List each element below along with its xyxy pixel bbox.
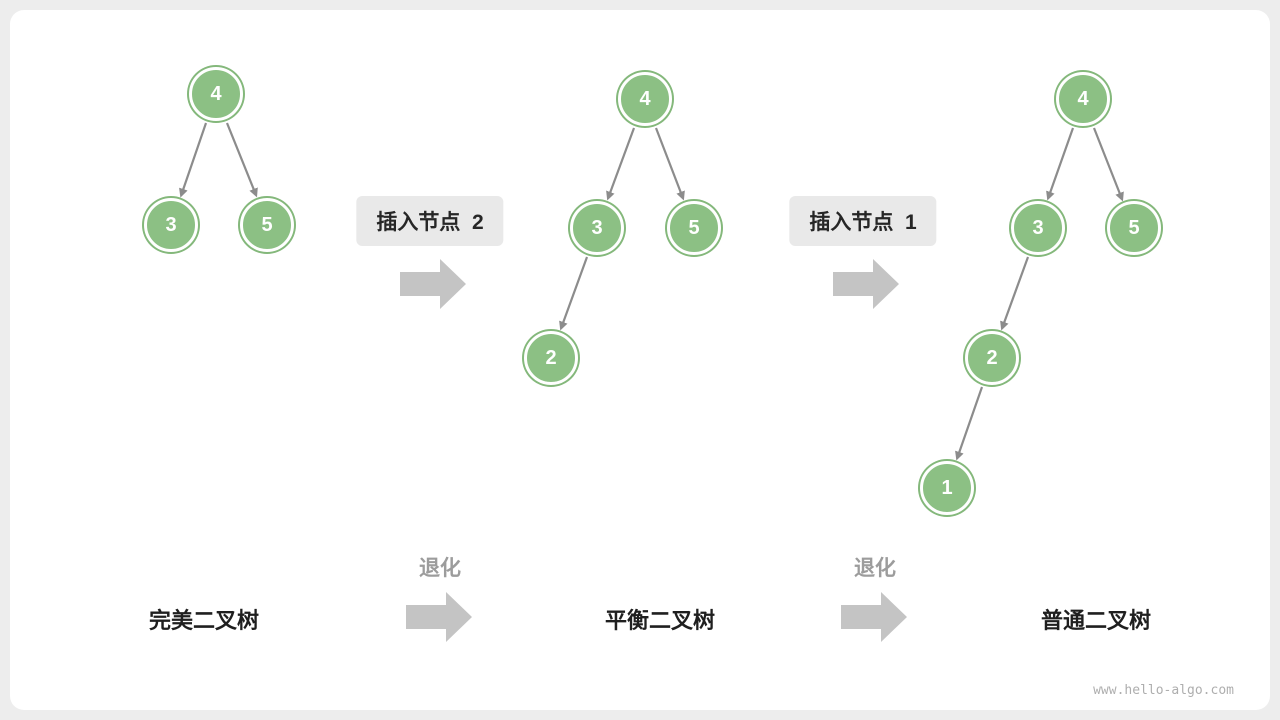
- tree-node: 4: [189, 67, 243, 121]
- tree-node: 1: [920, 461, 974, 515]
- block-arrow-right-icon: [833, 259, 899, 309]
- edge-4-3: [179, 122, 208, 198]
- edge-4-5: [225, 122, 258, 198]
- tree-caption-perfect: 完美二叉树: [148, 608, 260, 633]
- tree-node: 5: [667, 201, 721, 255]
- node-value: 4: [639, 88, 651, 110]
- tree-node: 3: [570, 201, 624, 255]
- insert-node-1-label: 插入节点 1: [789, 196, 937, 246]
- tree-node: 5: [1107, 201, 1161, 255]
- tree-node: 4: [1056, 72, 1110, 126]
- diagram-card: [10, 10, 1270, 710]
- tree-node: 2: [965, 331, 1019, 385]
- edge-4-5: [1092, 127, 1124, 202]
- watermark: www.hello-algo.com: [1093, 683, 1234, 698]
- block-arrow-right-icon: [406, 592, 472, 642]
- block-arrow-right-icon: [400, 259, 466, 309]
- edge-2-1: [955, 386, 984, 461]
- node-value: 4: [1077, 88, 1089, 110]
- node-value: 3: [1032, 217, 1044, 239]
- node-value: 5: [688, 217, 700, 239]
- node-value: 3: [591, 217, 603, 239]
- edge-4-3: [1046, 127, 1075, 201]
- degrade-label: 退化: [419, 557, 461, 580]
- tree-caption-balanced: 平衡二叉树: [604, 608, 716, 633]
- tree-node: 3: [144, 198, 198, 252]
- node-value: 1: [941, 477, 953, 499]
- block-arrow-right-icon: [841, 592, 907, 642]
- tree-node: 4: [618, 72, 672, 126]
- tree-node: 3: [1011, 201, 1065, 255]
- node-value: 4: [210, 83, 222, 105]
- node-value: 3: [165, 214, 177, 236]
- edge-4-3: [606, 127, 636, 201]
- edge-3-2: [559, 256, 589, 331]
- node-value: 5: [1128, 217, 1140, 239]
- tree-node: 5: [240, 198, 294, 252]
- degrade-label: 退化: [854, 557, 896, 580]
- tree-caption-ordinary: 普通二叉树: [1040, 608, 1152, 633]
- edge-3-2: [1000, 256, 1030, 331]
- edge-4-5: [654, 127, 685, 201]
- node-value: 2: [986, 347, 998, 369]
- insert-node-2-label: 插入节点 2: [356, 196, 504, 246]
- node-value: 2: [545, 347, 557, 369]
- tree-node: 2: [524, 331, 578, 385]
- node-value: 5: [261, 214, 273, 236]
